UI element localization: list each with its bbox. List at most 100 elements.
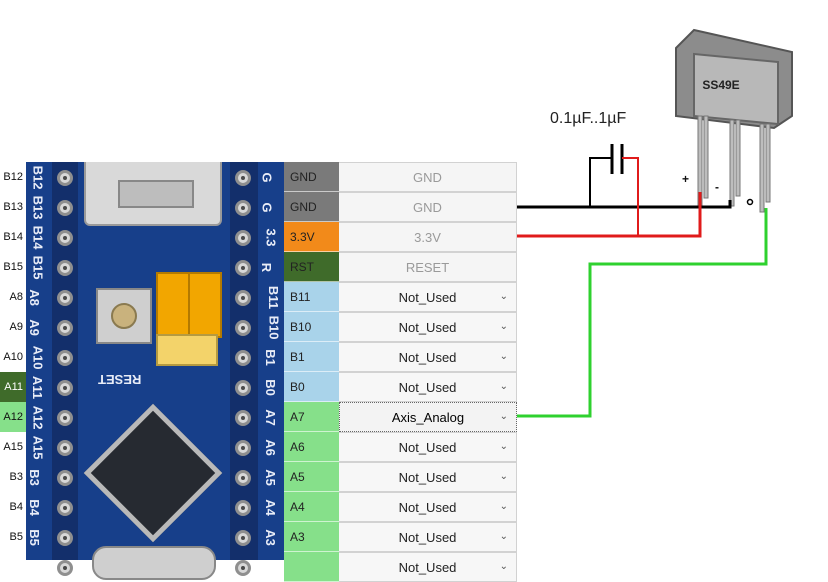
left-pin-label: A12 xyxy=(0,402,26,432)
pin-row: A6 Not_Used ⌄ xyxy=(284,432,517,462)
pin-name: GND xyxy=(284,162,339,192)
pin-value-text: Not_Used xyxy=(398,499,457,515)
header-hole xyxy=(57,500,73,516)
pin-function-select[interactable]: Not_Used ⌄ xyxy=(339,342,517,372)
pin-name: A7 xyxy=(284,402,339,432)
pin-name: A3 xyxy=(284,522,339,552)
pin-function-select[interactable]: Not_Used⌄ xyxy=(339,312,517,342)
header-hole xyxy=(235,470,251,486)
chevron-down-icon[interactable]: ⌄ xyxy=(499,561,508,572)
header-hole xyxy=(57,320,73,336)
header-hole xyxy=(235,380,251,396)
pin-value-text: Not_Used xyxy=(398,349,457,365)
chevron-down-icon[interactable]: ⌄ xyxy=(499,291,508,302)
chevron-down-icon[interactable]: ⌄ xyxy=(499,501,508,512)
reset-button-cap xyxy=(111,303,137,329)
chevron-down-icon[interactable]: ⌄ xyxy=(499,351,508,362)
left-pin-label: A15 xyxy=(3,441,23,453)
header-hole xyxy=(235,260,251,276)
pin-function-select[interactable]: Not_Used⌄ xyxy=(339,462,517,492)
boot-jumper-1 xyxy=(188,272,222,338)
sensor-leg-gnd-2 xyxy=(735,119,741,197)
pin-name: A4 xyxy=(284,492,339,522)
sensor-out-marker xyxy=(746,198,754,206)
left-pin-label: A9 xyxy=(9,321,23,333)
pin-function-select[interactable]: Axis_Analog⌄ xyxy=(339,402,517,432)
sensor-minus-label: - xyxy=(715,180,719,194)
pin-name: B0 xyxy=(284,372,339,402)
pin-name: GND xyxy=(284,192,339,222)
left-pin-label: B12 xyxy=(3,171,23,183)
header-hole xyxy=(235,500,251,516)
left-header-row xyxy=(52,162,78,576)
header-hole xyxy=(57,560,73,576)
pin-name: B10 xyxy=(284,312,339,342)
jumper-header xyxy=(156,334,218,366)
pin-value-text: Not_Used xyxy=(398,529,457,545)
pin-row: B1 Not_Used ⌄ xyxy=(284,342,517,372)
header-hole xyxy=(235,530,251,546)
pin-row: GND GND xyxy=(284,162,517,192)
pin-row: B11 Not_Used ⌄ xyxy=(284,282,517,312)
pin-value-text: GND xyxy=(413,199,442,215)
pin-function-select[interactable]: Not_Used ⌄ xyxy=(339,492,517,522)
header-hole xyxy=(235,560,251,576)
header-hole xyxy=(57,170,73,186)
left-pin-label: B4 xyxy=(9,501,23,513)
header-hole xyxy=(235,410,251,426)
pin-row: A3 Not_Used ⌄ xyxy=(284,522,517,552)
gnd-wire xyxy=(517,200,732,209)
chevron-down-icon[interactable]: ⌄ xyxy=(499,381,508,392)
chevron-down-icon[interactable]: ⌄ xyxy=(499,441,508,452)
pin-fixed-value: RESET xyxy=(339,252,517,282)
wiring-diagram xyxy=(517,28,793,418)
pin-value-text: Not_Used xyxy=(398,439,457,455)
header-hole xyxy=(235,200,251,216)
left-pin-label: B3 xyxy=(9,471,23,483)
header-hole xyxy=(235,440,251,456)
header-hole xyxy=(57,380,73,396)
capacitor-label: 0.1µF..1µF xyxy=(550,110,627,127)
pin-function-select[interactable]: Not_Used ⌄ xyxy=(339,282,517,312)
chevron-down-icon[interactable]: ⌄ xyxy=(499,321,508,332)
pin-name: A6 xyxy=(284,432,339,462)
left-pin-label: A8 xyxy=(9,291,23,303)
pin-function-select[interactable]: Not_Used ⌄ xyxy=(339,432,517,462)
header-hole xyxy=(57,290,73,306)
pin-value-text: Not_Used xyxy=(398,559,457,575)
usb-connector xyxy=(84,162,222,226)
pin-name: 3.3V xyxy=(284,222,339,252)
header-hole xyxy=(57,350,73,366)
chevron-down-icon[interactable]: ⌄ xyxy=(499,411,508,422)
header-hole xyxy=(57,470,73,486)
header-hole xyxy=(235,290,251,306)
signal-wire xyxy=(517,208,768,418)
left-pin-label: A11 xyxy=(0,372,26,402)
header-hole xyxy=(235,350,251,366)
pin-function-select[interactable]: Not_Used⌄ xyxy=(339,372,517,402)
cap-lead-vcc xyxy=(622,157,639,236)
pin-fixed-value: GND xyxy=(339,192,517,222)
pin-name: B11 xyxy=(284,282,339,312)
pin-value-text: Not_Used xyxy=(398,289,457,305)
chevron-down-icon[interactable]: ⌄ xyxy=(499,471,508,482)
sensor-leg-out-2 xyxy=(765,123,771,203)
left-pin-label: B15 xyxy=(3,261,23,273)
pin-function-select[interactable]: Not_Used ⌄ xyxy=(339,522,517,552)
sensor-leg-plus-2 xyxy=(703,115,709,199)
header-hole xyxy=(235,320,251,336)
pin-name: B1 xyxy=(284,342,339,372)
sensor-leg-out xyxy=(759,123,765,213)
chevron-down-icon[interactable]: ⌄ xyxy=(499,531,508,542)
header-hole xyxy=(57,260,73,276)
header-hole xyxy=(57,410,73,426)
pin-value-text: GND xyxy=(413,169,442,185)
cap-lead-gnd xyxy=(589,157,612,207)
left-pin-label: B13 xyxy=(3,201,23,213)
pin-name: RST xyxy=(284,252,339,282)
sensor-plus-label: + xyxy=(682,172,690,186)
